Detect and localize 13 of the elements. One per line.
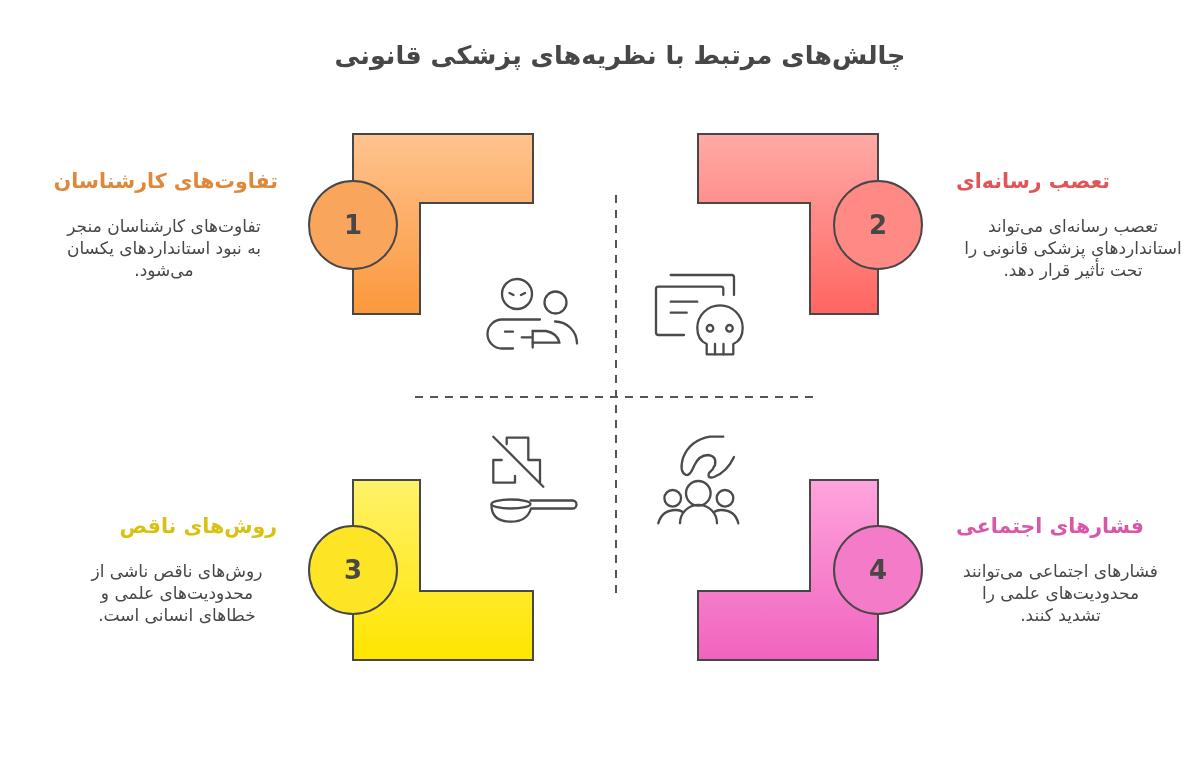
step-number: 3: [343, 557, 363, 583]
section-heading: تفاوت‌های کارشناسان: [53, 168, 278, 195]
description-text: روش‌های ناقص ناشی از محدودیت‌های علمی و خطاهای انسانی است.: [89, 560, 264, 626]
diagram-title: چالش‌های مرتبط با نظریه‌های پزشکی قانونی: [334, 40, 906, 70]
description-text: تفاوت‌های کارشناسان منجر به نبود استانداردهای یکسان می‌شود.: [65, 215, 263, 281]
section-heading: فشارهای اجتماعی: [956, 513, 1144, 540]
step-number: 1: [343, 212, 363, 238]
description-text: فشارهای اجتماعی می‌توانند محدودیت‌های علمی را تشدید کنند.: [962, 560, 1159, 626]
description-text: تعصب رسانه‌ای می‌تواند استانداردهای پزشکی قانونی را تحت تأثیر قرار دهد.: [963, 215, 1183, 281]
step-number: 2: [868, 212, 888, 238]
step-number: 4: [868, 557, 888, 583]
section-heading: تعصب رسانه‌ای: [956, 168, 1110, 195]
section-heading: روش‌های ناقص: [119, 513, 277, 540]
